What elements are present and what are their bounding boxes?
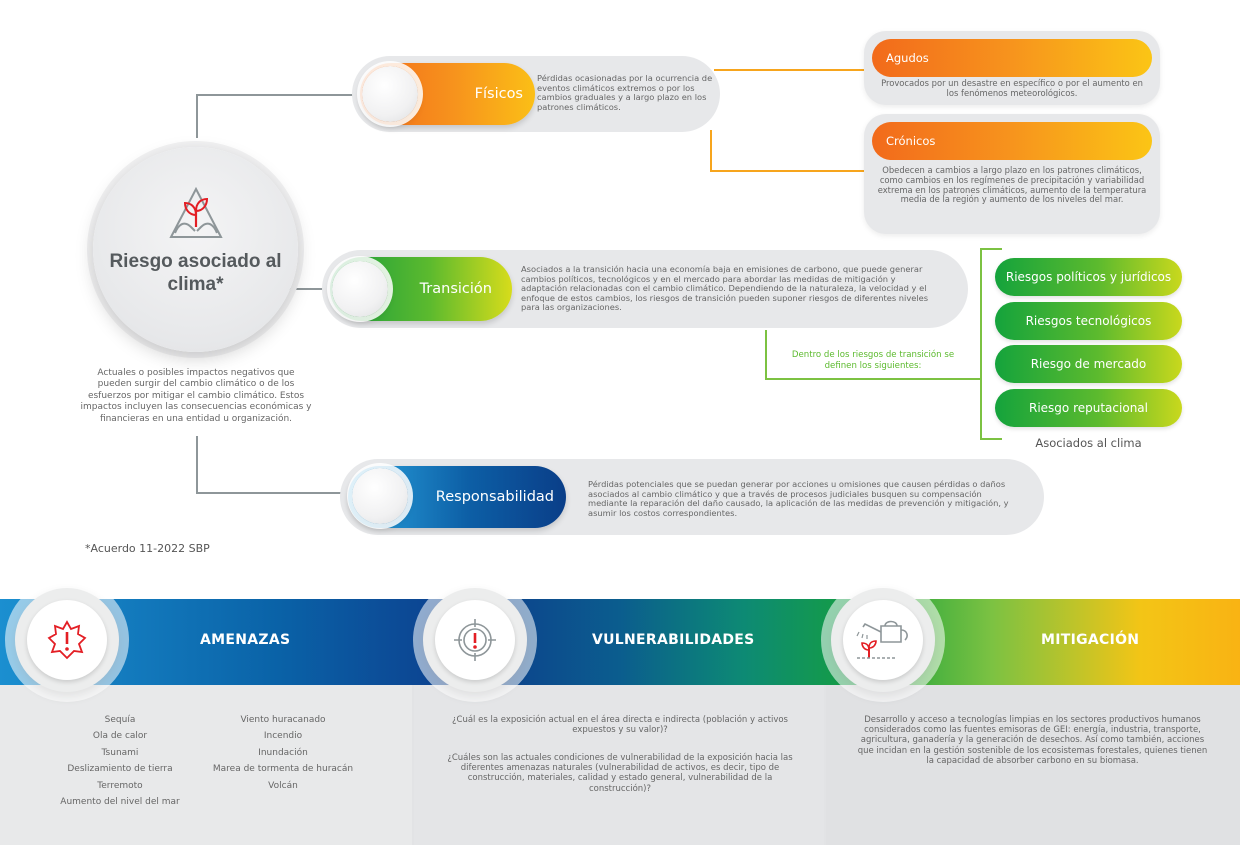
vulnerabilidades-title: VULNERABILIDADES	[592, 632, 755, 648]
bracket-bottom	[980, 438, 1002, 440]
vulnerabilidades-panel	[414, 685, 824, 845]
responsabilidad-disc	[352, 468, 408, 524]
mitigacion-inner	[843, 600, 923, 680]
connector-transition-note-vertical	[765, 330, 767, 380]
vulnerabilidades-q1: ¿Cuál es la exposición actual en el área…	[452, 715, 788, 736]
list-item: Incendio	[263, 731, 303, 742]
connector-middle	[282, 288, 334, 290]
fisicos-disc	[362, 66, 418, 122]
list-item: Ola de calor	[92, 731, 148, 742]
connector-top-horizontal	[196, 94, 356, 96]
connector-cronicos-horizontal	[710, 170, 866, 172]
list-item: Terremoto	[97, 780, 143, 791]
bracket-vertical	[980, 248, 982, 440]
central-title: Riesgo asociado al clima*	[109, 251, 282, 295]
fisicos-description: Pérdidas ocasionadas por la ocurrencia d…	[537, 73, 713, 112]
mitigacion-text: Desarrollo y acceso a tecnologías limpia…	[857, 715, 1208, 766]
transition-note: Dentro de los riesgos de transición se d…	[791, 350, 955, 371]
agudos-card: Agudos Provocados por un desastre en esp…	[864, 31, 1160, 105]
amenazas-list-left: Sequía Ola de calor Tsunami Deslizamient…	[50, 712, 190, 810]
transition-caption: Asociados al clima	[1035, 436, 1142, 450]
cronicos-description: Obedecen a cambios a largo plazo en los …	[877, 165, 1147, 205]
target-alert-icon	[454, 619, 496, 661]
connector-top-vertical	[196, 94, 198, 138]
list-item: Volcán	[268, 780, 298, 791]
vulnerabilidades-circle	[423, 588, 527, 692]
mitigacion-panel	[826, 685, 1240, 845]
list-item: Inundación	[258, 747, 308, 758]
vulnerabilidades-inner	[435, 600, 515, 680]
cronicos-card: Crónicos Obedecen a cambios a largo plaz…	[864, 114, 1160, 234]
amenazas-title: AMENAZAS	[200, 632, 291, 648]
list-item: Viento huracanado	[240, 715, 326, 725]
transicion-description: Asociados a la transición hacia una econ…	[521, 264, 929, 313]
amenazas-panel	[0, 685, 412, 845]
agudos-header: Agudos	[872, 39, 1152, 77]
transicion-label: Transición	[419, 281, 492, 297]
risk-item-reputacional[interactable]: Riesgo reputacional	[995, 389, 1182, 427]
responsabilidad-description: Pérdidas potenciales que se puedan gener…	[588, 479, 1009, 518]
plant-in-hands-icon	[169, 187, 223, 238]
list-item: Deslizamiento de tierra	[67, 764, 173, 775]
list-item: Aumento del nivel del mar	[60, 797, 180, 808]
list-item: Sequía	[104, 715, 136, 725]
fisicos-label: Físicos	[474, 86, 523, 102]
bottom-gradient-band	[0, 599, 1240, 685]
risk-item-mercado[interactable]: Riesgo de mercado	[995, 345, 1182, 383]
watering-can-sprout-icon	[856, 620, 908, 659]
mitigacion-title: MITIGACIÓN	[1041, 632, 1140, 648]
list-item: Marea de tormenta de huracán	[212, 764, 354, 775]
central-risk-circle: Riesgo asociado al clima*	[93, 147, 298, 352]
footnote: *Acuerdo 11-2022 SBP	[85, 542, 210, 555]
list-item: Tsunami	[101, 747, 139, 758]
warning-burst-icon	[47, 620, 87, 660]
amenazas-circle	[15, 588, 119, 692]
mitigacion-circle	[831, 588, 935, 692]
central-description: Actuales o posibles impactos negativos q…	[80, 368, 312, 424]
bracket-top	[980, 248, 1002, 250]
connector-cronicos-vertical	[710, 130, 712, 172]
cronicos-header: Crónicos	[872, 122, 1152, 160]
connector-transition-note-horizontal	[765, 378, 980, 380]
connector-bottom-vertical	[196, 436, 198, 494]
amenazas-inner	[27, 600, 107, 680]
agudos-description: Provocados por un desastre en específico…	[881, 78, 1143, 98]
responsabilidad-label: Responsabilidad	[435, 489, 554, 505]
transicion-disc	[332, 261, 388, 317]
connector-agudos	[714, 69, 866, 71]
vulnerabilidades-q2: ¿Cuáles son las actuales condiciones de …	[447, 753, 793, 794]
risk-item-politicos[interactable]: Riesgos políticos y jurídicos	[995, 258, 1182, 296]
amenazas-list-right: Viento huracanado Incendio Inundación Ma…	[200, 712, 366, 794]
connector-bottom-horizontal	[196, 492, 356, 494]
risk-item-tecnologicos[interactable]: Riesgos tecnológicos	[995, 302, 1182, 340]
